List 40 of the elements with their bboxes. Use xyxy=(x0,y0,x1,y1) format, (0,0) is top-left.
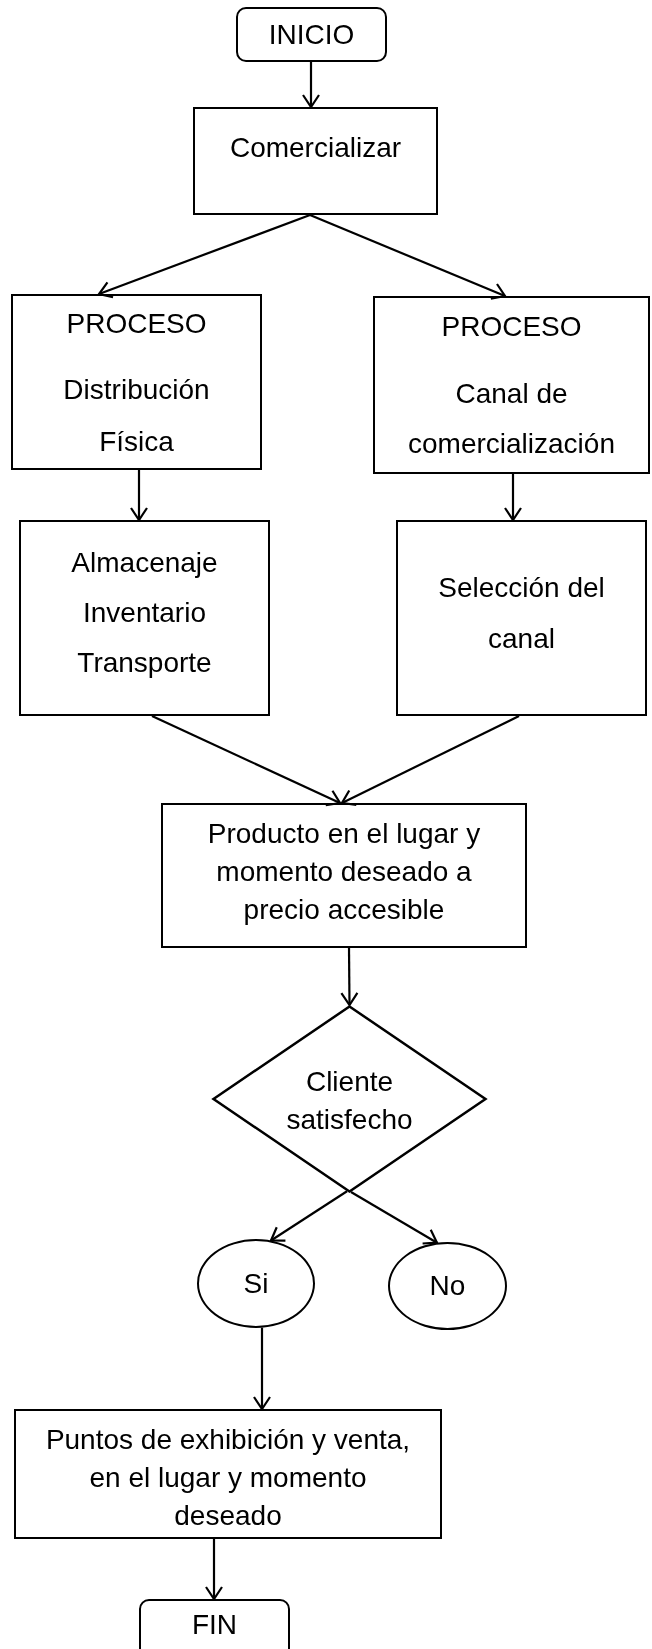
node-text: INICIO xyxy=(268,17,355,52)
arrow xyxy=(252,1327,272,1411)
arrow xyxy=(204,1539,224,1601)
arrow xyxy=(340,715,520,806)
answer-oval xyxy=(388,1242,507,1330)
arrow xyxy=(97,213,311,299)
arrow xyxy=(269,1190,348,1242)
arrow xyxy=(151,715,342,807)
process-box xyxy=(19,520,270,716)
node-text: Distribución Física xyxy=(62,373,211,459)
node-text: FIN xyxy=(191,1608,238,1642)
node-text: Producto en el lugar y momento deseado a precio accesible xyxy=(206,817,482,927)
process-box xyxy=(11,294,262,470)
terminator-box xyxy=(236,7,387,62)
decision-diamond xyxy=(212,1005,487,1193)
arrow xyxy=(503,474,523,522)
node-text: Transporte xyxy=(77,646,212,680)
node-text: PROCESO xyxy=(66,307,207,341)
node-text: Puntos de exhibición y venta, en el lugar y momento deseado xyxy=(44,1423,412,1533)
node-text: PROCESO xyxy=(441,310,582,344)
process-box xyxy=(193,107,438,215)
node-text: No xyxy=(429,1269,466,1303)
node-text: Selección del canal xyxy=(437,571,606,656)
terminator-box xyxy=(139,1599,290,1649)
node-text: Cliente satisfecho xyxy=(285,1065,414,1137)
process-box xyxy=(396,520,647,716)
process-box xyxy=(161,803,527,948)
process-box xyxy=(373,296,650,474)
node-text: Almacenaje xyxy=(71,546,218,580)
node-text: Si xyxy=(243,1266,269,1301)
answer-oval xyxy=(197,1239,315,1328)
arrow xyxy=(301,62,321,109)
node-text: Canal de comercialización xyxy=(407,377,616,461)
process-box xyxy=(14,1409,442,1539)
arrow xyxy=(350,1191,439,1245)
node-text: Comercializar xyxy=(229,131,402,165)
arrow xyxy=(309,214,507,300)
arrow xyxy=(340,948,359,1007)
arrow xyxy=(129,470,149,522)
node-text: Inventario xyxy=(83,596,206,630)
